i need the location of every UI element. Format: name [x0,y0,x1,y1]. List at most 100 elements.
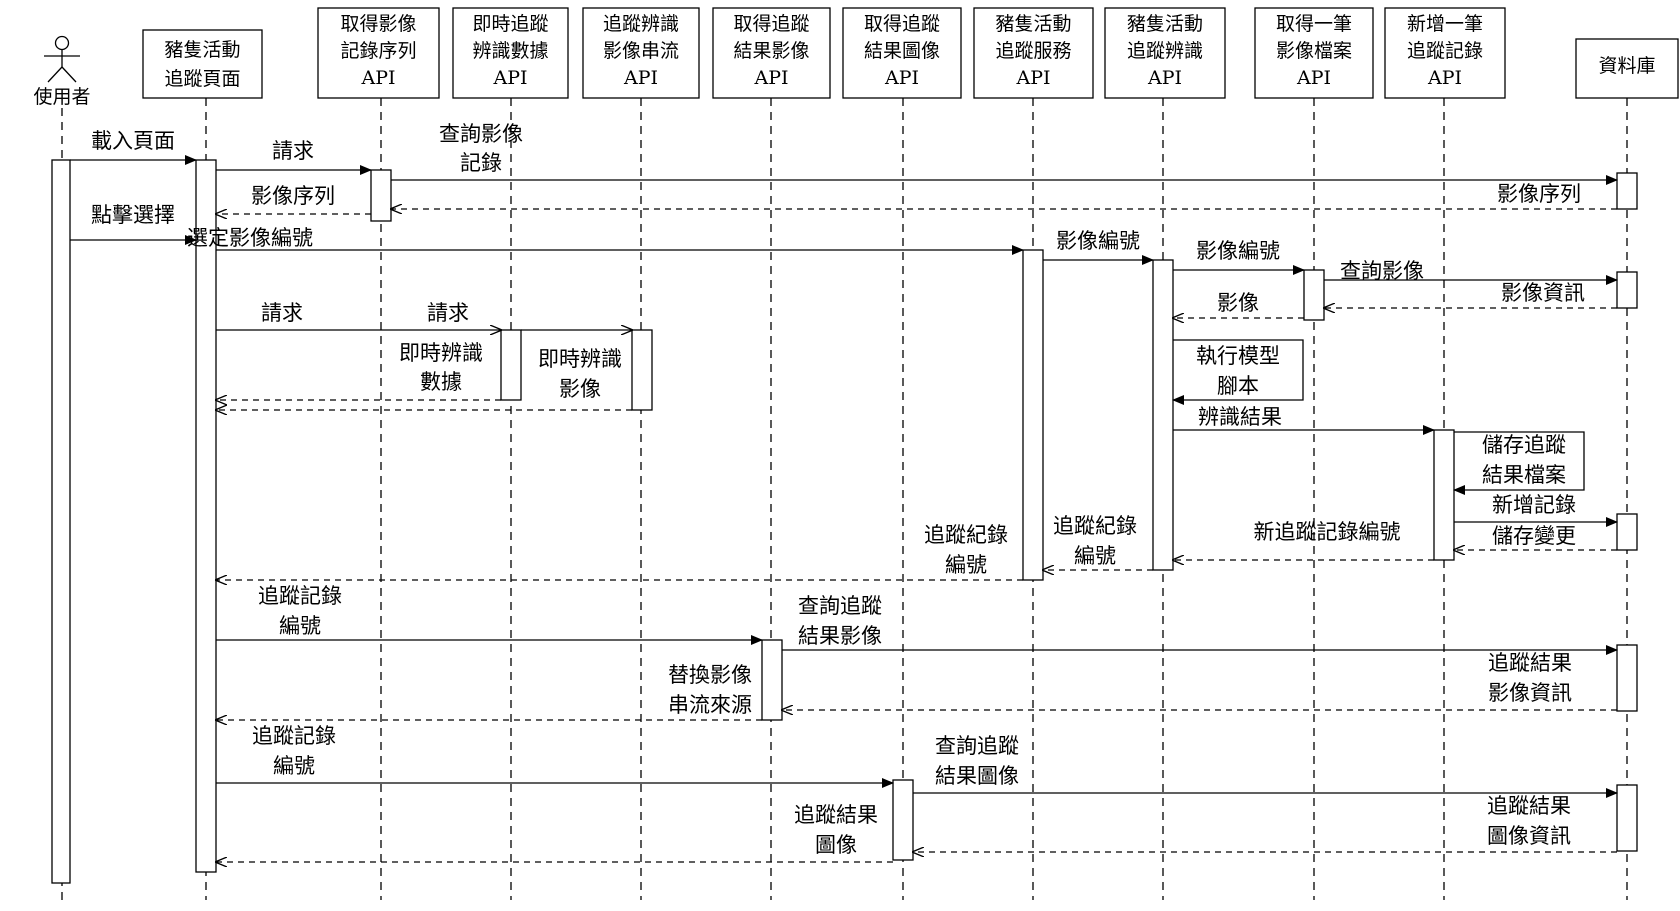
msg-query-result-image-line1: 查詢追蹤 [798,594,882,618]
participant-db: 資料庫 [1575,38,1679,99]
activation-get-seq-api [370,169,392,222]
participant-result-pic-api-line2: 結果圖像 [864,40,940,62]
participant-track-rec-api-line2: 追蹤辨識 [1127,40,1203,62]
participant-page-line1: 豬隻活動 [164,39,240,61]
participant-get-seq-api-line2: 記錄序列 [340,40,416,62]
msg-recognition-result: 辨識結果 [1198,405,1282,429]
msg-save-result-file-line2: 結果檔案 [1482,463,1566,487]
participant-page-line2: 追蹤頁面 [164,68,240,90]
msg-track-id-c-line2: 編號 [279,614,321,638]
activation-track-rec-api [1152,259,1174,571]
actor-user: 使用者 [33,35,91,108]
msg-track-id-a-line2: 編號 [945,553,987,577]
msg-click-select: 點擊選擇 [91,203,175,227]
participant-result-img-api-box [712,7,831,99]
msg-run-model-line2: 腳本 [1217,374,1259,398]
participant-rt-data-api: 即時追蹤 辨識數據 API [452,7,569,99]
participant-db-label: 資料庫 [1598,55,1655,77]
participant-get-file-api-line2: 影像檔案 [1276,40,1352,62]
participant-stream-api-line1: 追蹤辨識 [603,13,679,35]
participant-rt-data-api-line1: 即時追蹤 [472,13,548,35]
participant-track-svc-api: 豬隻活動 追蹤服務 API [973,7,1094,99]
activation-add-rec-api [1433,429,1455,561]
messages: 載入頁面 請求 查詢影像 記錄 影像序列 影像序列 點擊選擇 選定影像編號 影像… [70,122,1618,862]
lifelines [61,98,1628,900]
participant-result-img-api: 取得追蹤 結果影像 API [712,7,831,99]
msg-track-id-d-line1: 追蹤記錄 [252,724,336,748]
msg-result-image-info-line1: 追蹤結果 [1488,651,1572,675]
participant-page: 豬隻活動 追蹤頁面 [142,29,263,99]
participant-get-seq-api-box [317,7,440,99]
msg-result-pic-line1: 追蹤結果 [794,803,878,827]
msg-query-image-record-line2: 記錄 [460,151,502,175]
msg-image-sequence-page: 影像序列 [251,184,335,208]
participant-result-img-api-line1: 取得追蹤 [733,13,809,35]
msg-query-result-pic-line2: 結果圖像 [935,764,1019,788]
msg-result-pic-info-line2: 圖像資訊 [1487,824,1571,848]
msg-result-image-info-line2: 影像資訊 [1488,681,1572,705]
msg-track-id-b-line2: 編號 [1074,544,1116,568]
activation-db-2 [1616,271,1638,309]
participant-get-seq-api-line3: API [360,67,395,89]
participant-rt-data-api-line2: 辨識數據 [472,40,548,62]
activation-track-svc-api [1022,249,1044,581]
msg-image: 影像 [1217,291,1259,315]
activation-db-1 [1616,172,1638,210]
participant-result-pic-api-line1: 取得追蹤 [864,13,940,35]
msg-add-record: 新增記錄 [1492,493,1576,517]
msg-replace-stream-line1: 替換影像 [668,663,752,687]
participant-get-file-api-line3: API [1296,67,1331,89]
msg-query-result-image-line2: 結果影像 [798,624,882,648]
participant-add-rec-api: 新增一筆 追蹤記錄 API [1384,7,1506,99]
msg-rt-data-line1: 即時辨識 [399,341,483,365]
msg-image-id-1: 影像編號 [1056,229,1140,253]
participant-get-file-api-line1: 取得一筆 [1276,13,1352,35]
activation-stream-api [631,329,653,411]
actor-leg-right [61,66,77,83]
msg-query-result-pic-line1: 查詢追蹤 [935,734,1019,758]
participant-track-rec-api-box [1104,7,1226,99]
participant-result-img-api-line3: API [753,67,788,89]
actor-leg-left [47,66,63,83]
msg-save-changes: 儲存變更 [1492,524,1576,548]
participant-stream-api-line3: API [623,67,658,89]
msg-result-pic-line2: 圖像 [815,833,857,857]
participant-add-rec-api-line3: API [1427,67,1462,89]
participant-track-svc-api-box [973,7,1094,99]
activation-result-pic-api [892,779,914,861]
participant-db-box [1575,38,1679,99]
msg-new-track-id: 新追蹤記錄編號 [1254,520,1401,544]
activation-user [51,159,71,884]
participant-add-rec-api-line2: 追蹤記錄 [1407,40,1483,62]
msg-rt-image-line1: 即時辨識 [538,347,622,371]
activation-get-file-api [1303,269,1325,321]
participant-get-seq-api: 取得影像 記錄序列 API [317,7,440,99]
participant-add-rec-api-box [1384,7,1506,99]
participant-result-img-api-line2: 結果影像 [733,40,809,62]
participant-rt-data-api-line3: API [492,67,527,89]
msg-query-image: 查詢影像 [1340,259,1424,283]
arrow-save-result-file [1453,431,1585,495]
participant-stream-api-line2: 影像串流 [603,40,679,62]
activation-result-img-api [761,639,783,721]
msg-image-info: 影像資訊 [1501,281,1585,305]
msg-save-result-file-line1: 儲存追蹤 [1482,433,1566,457]
participant-track-rec-api-line1: 豬隻活動 [1127,13,1203,35]
msg-request-rt-data: 請求 [261,301,303,325]
msg-track-id-c-line1: 追蹤記錄 [258,584,342,608]
msg-result-pic-info-line1: 追蹤結果 [1487,794,1571,818]
participant-add-rec-api-line1: 新增一筆 [1407,13,1483,35]
msg-image-sequence-db: 影像序列 [1497,182,1581,206]
msg-load-page: 載入頁面 [91,129,175,153]
participant-get-file-api: 取得一筆 影像檔案 API [1254,7,1374,99]
activation-db-5 [1616,784,1638,852]
msg-track-id-d-line2: 編號 [273,754,315,778]
activation-db-4 [1616,644,1638,712]
participant-result-pic-api-line3: API [884,67,919,89]
activation-db-3 [1616,513,1638,551]
msg-request-stream: 請求 [427,301,469,325]
msg-image-id-2: 影像編號 [1196,239,1280,263]
participant-stream-api: 追蹤辨識 影像串流 API [582,7,700,99]
activations [51,159,1638,884]
